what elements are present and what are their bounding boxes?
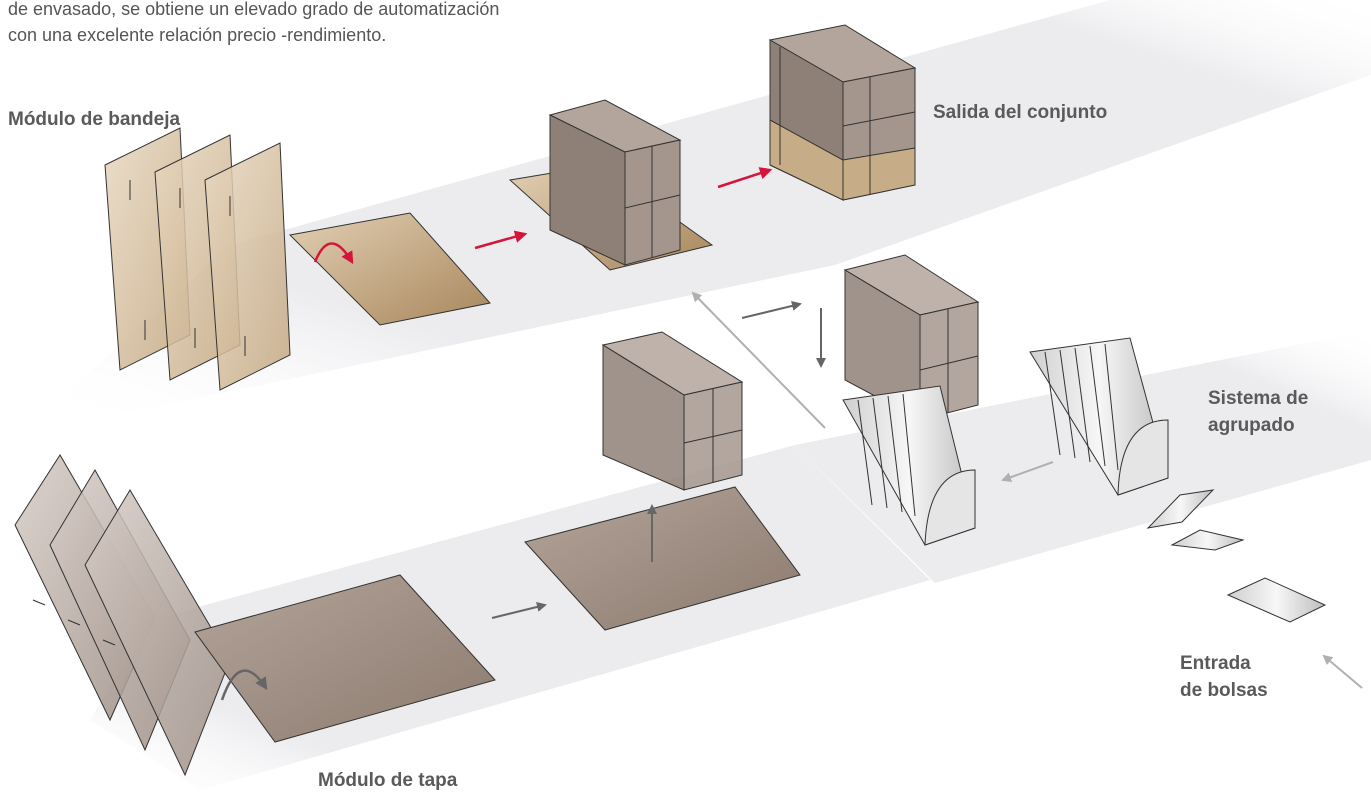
return-arrow-light [691,291,826,429]
lid-flow-arrow-dark [491,602,547,619]
grouped-bags-stage-1 [1029,337,1169,496]
flow-arrow-red-1 [474,230,528,250]
label-grouping-system: Sistema de agrupado [1208,385,1308,439]
tray-blank-flat [288,212,491,326]
label-bag-line-1: Entrada [1180,653,1251,674]
label-grouping-line-1: Sistema de [1208,388,1309,409]
transfer-arrow-dark [741,301,802,319]
label-tray-module: Módulo de bandeja [8,109,181,130]
tray-blank-stack [104,127,291,391]
box-on-tray [548,99,682,266]
intro-text: de envasado, se obtiene un elevado grado… [8,0,708,48]
grouping-arrow-light [1001,461,1054,482]
lower-conveyor-belt [90,445,930,790]
rotate-arrow-red [313,242,354,265]
rotate-arrow-dark [220,669,268,701]
completed-set [768,24,917,201]
box-above-lid [601,331,744,491]
grouped-bags-stage-2 [842,385,976,546]
lid-under-box [524,486,801,631]
label-bag-line-2: de bolsas [1180,680,1268,701]
bag-entry-arrow-light [1322,654,1363,689]
lid-blank-stack [14,454,231,777]
intro-line-2: con una excelente relación precio -rendi… [8,25,387,45]
label-set-exit: Salida del conjunto [933,102,1108,123]
intro-line-1: de envasado, se obtiene un elevado grado… [8,0,500,19]
bag-falling-1 [1146,489,1215,529]
label-grouping-line-2: agrupado [1208,415,1295,436]
box-at-grouping [843,254,980,421]
flow-arrow-red-2 [717,167,773,189]
label-lid-module: Módulo de tapa [318,770,458,791]
bag-falling-2 [1170,529,1245,551]
label-bag-entry: Entrada de bolsas [1180,650,1268,704]
bag-incoming [1226,577,1327,623]
lid-blank-flat [194,574,496,743]
